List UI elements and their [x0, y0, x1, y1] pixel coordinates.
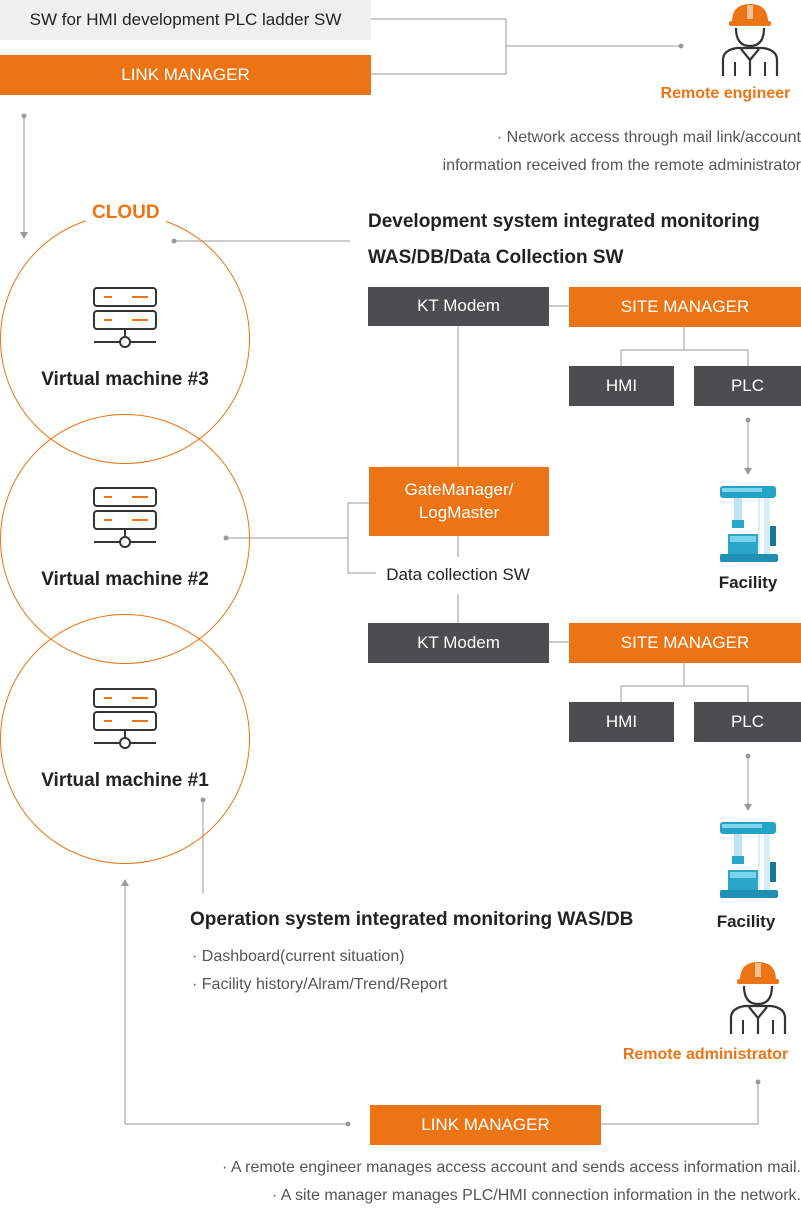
plc-top[interactable]: PLC [694, 366, 801, 406]
site-manager-bottom[interactable]: SITE MANAGER [569, 623, 801, 663]
remote-administrator-icon [723, 958, 793, 1036]
site-manager-bottom-label: SITE MANAGER [620, 632, 750, 652]
gate-manager-line2: LogMaster [418, 502, 500, 522]
bottom-note: · A remote engineer manages access accou… [222, 1159, 801, 1176]
vm1-circle [0, 614, 250, 864]
site-manager-top[interactable]: SITE MANAGER [569, 287, 801, 327]
dev-system-title: Development system integrated monitoring… [368, 204, 798, 276]
vm3-label: Virtual machine #3 [41, 369, 209, 390]
dev-system-title-line2: WAS/DB/Data Collection SW [368, 247, 624, 269]
remote-engineer-note-line2: information received from the remote adm… [442, 157, 801, 174]
plc-bottom[interactable]: PLC [694, 702, 801, 742]
kt-modem-bottom-label: KT Modem [417, 632, 500, 652]
ops-system-item: · Facility history/Alram/Trend/Report [192, 976, 448, 993]
facility-machine-icon [712, 482, 784, 564]
kt-modem-top-label: KT Modem [417, 296, 500, 316]
gate-manager-line1: GateManager/ [404, 479, 514, 499]
link-manager-top-label: LINK MANAGER [121, 64, 250, 84]
ops-system-title: Operation system integrated monitoring W… [190, 909, 634, 930]
link-manager-bottom[interactable]: LINK MANAGER [370, 1105, 601, 1145]
vm1-label: Virtual machine #1 [41, 770, 209, 791]
hmi-top[interactable]: HMI [569, 366, 674, 406]
gate-manager-box[interactable]: GateManager/ LogMaster [369, 467, 549, 536]
server-icon [92, 286, 158, 350]
remote-engineer-icon [715, 0, 785, 78]
data-collection-label: Data collection SW [376, 565, 540, 585]
bottom-notes: · A remote engineer manages access accou… [100, 1154, 801, 1210]
ops-system-item: · Dashboard(current situation) [192, 948, 405, 965]
plc-top-label: PLC [730, 375, 765, 395]
kt-modem-bottom[interactable]: KT Modem [368, 623, 549, 663]
link-manager-top[interactable]: LINK MANAGER [0, 55, 371, 95]
link-manager-bottom-label: LINK MANAGER [421, 1114, 550, 1134]
sw-label-box: SW for HMI development PLC ladder SW [0, 0, 371, 40]
plc-bottom-label: PLC [730, 711, 765, 731]
dev-system-title-line1: Development system integrated monitoring [368, 211, 760, 232]
remote-engineer-label: Remote engineer [660, 85, 791, 102]
server-icon [92, 687, 158, 751]
remote-engineer-note-line1: · Network access through mail link/accou… [496, 129, 801, 146]
vm2-label: Virtual machine #2 [41, 569, 209, 590]
site-manager-top-label: SITE MANAGER [620, 296, 750, 316]
remote-administrator-label: Remote administrator [622, 1046, 789, 1063]
cloud-label: CLOUD [86, 202, 166, 224]
facility-bottom-label: Facility [716, 912, 776, 931]
facility-top-label: Facility [718, 573, 778, 592]
hmi-top-label: HMI [605, 375, 638, 395]
ops-system-list: · Dashboard(current situation) · Facilit… [192, 943, 592, 999]
bottom-note: · A site manager manages PLC/HMI connect… [271, 1187, 801, 1204]
hmi-bottom-label: HMI [605, 711, 638, 731]
remote-engineer-note: · Network access through mail link/accou… [380, 124, 801, 180]
hmi-bottom[interactable]: HMI [569, 702, 674, 742]
kt-modem-top[interactable]: KT Modem [368, 287, 549, 326]
facility-machine-icon [712, 818, 784, 900]
server-icon [92, 486, 158, 550]
sw-label: SW for HMI development PLC ladder SW [29, 9, 342, 29]
